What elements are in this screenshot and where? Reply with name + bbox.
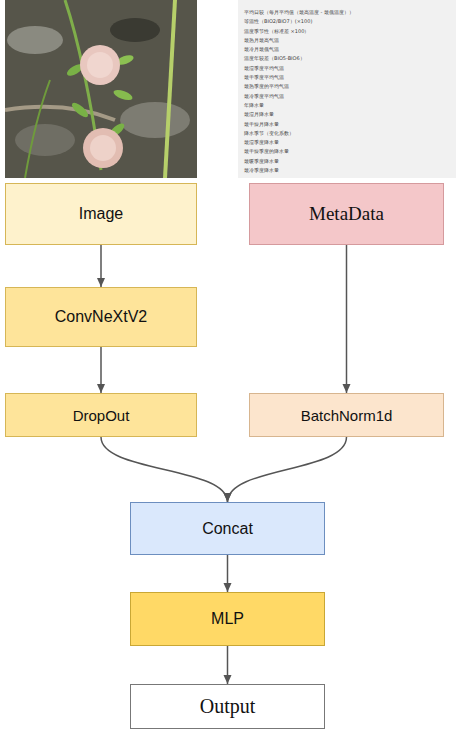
variable-name: 最干季度平均气温 [244, 73, 456, 82]
variable-name: 最冷季度降水量 [244, 166, 456, 175]
variable-name: 降水季节（变化系数） [244, 129, 456, 138]
box-label: Image [79, 205, 123, 223]
process-box: BatchNorm1d [249, 393, 444, 437]
variable-name: 年降水量 [244, 101, 456, 110]
box-label: Output [200, 695, 256, 718]
variable-name: 最冷月最低气温 [244, 45, 456, 54]
variable-name: 最热季度的平均气温 [244, 82, 456, 91]
variable-name: 最湿月降水量 [244, 110, 456, 119]
flow-arrow [228, 437, 347, 502]
variable-name: 最干燥月降水量 [244, 120, 456, 129]
flow-arrow [100, 347, 102, 393]
variable-name: 最暖季度降水量 [244, 157, 456, 166]
box-label: MetaData [309, 203, 384, 225]
box-label: MLP [211, 610, 244, 628]
variable-name: 最湿季度平均气温 [244, 64, 456, 73]
variable-name: 平均日较（每月平均值（最高温度 - 最低温度）） [244, 8, 456, 17]
input-box: MetaData [249, 183, 444, 245]
climate-variable-list: 平均日较（每月平均值（最高温度 - 最低温度））等温性（BIO2/BIO7）(×… [238, 0, 456, 178]
box-label: BatchNorm1d [301, 407, 393, 424]
variable-name: 最冷季度平均气温 [244, 92, 456, 101]
flower-photo [5, 0, 197, 178]
process-box: DropOut [5, 393, 197, 437]
output-box: Output [130, 684, 325, 729]
variable-name: 最干燥季度的降水量 [244, 147, 456, 156]
variable-name: 最湿季度降水量 [244, 138, 456, 147]
process-box: ConvNeXtV2 [5, 287, 197, 347]
process-box: MLP [130, 592, 325, 646]
flow-arrow [227, 646, 229, 684]
box-label: DropOut [73, 407, 130, 424]
flow-arrow [101, 437, 228, 502]
variable-name: 温度年较差（BIO5-BIO6） [244, 54, 456, 63]
variable-name: 温度季节性（标准差 ×100） [244, 27, 456, 36]
flow-arrow [100, 245, 102, 287]
box-label: Concat [202, 520, 253, 538]
flow-arrow [227, 555, 229, 592]
variable-name: 等温性（BIO2/BIO7）(×100) [244, 17, 456, 26]
process-box: Concat [130, 502, 325, 555]
variable-name: 最热月最高气温 [244, 36, 456, 45]
box-label: ConvNeXtV2 [55, 308, 148, 326]
input-box: Image [5, 183, 197, 245]
flow-arrow [346, 245, 348, 393]
